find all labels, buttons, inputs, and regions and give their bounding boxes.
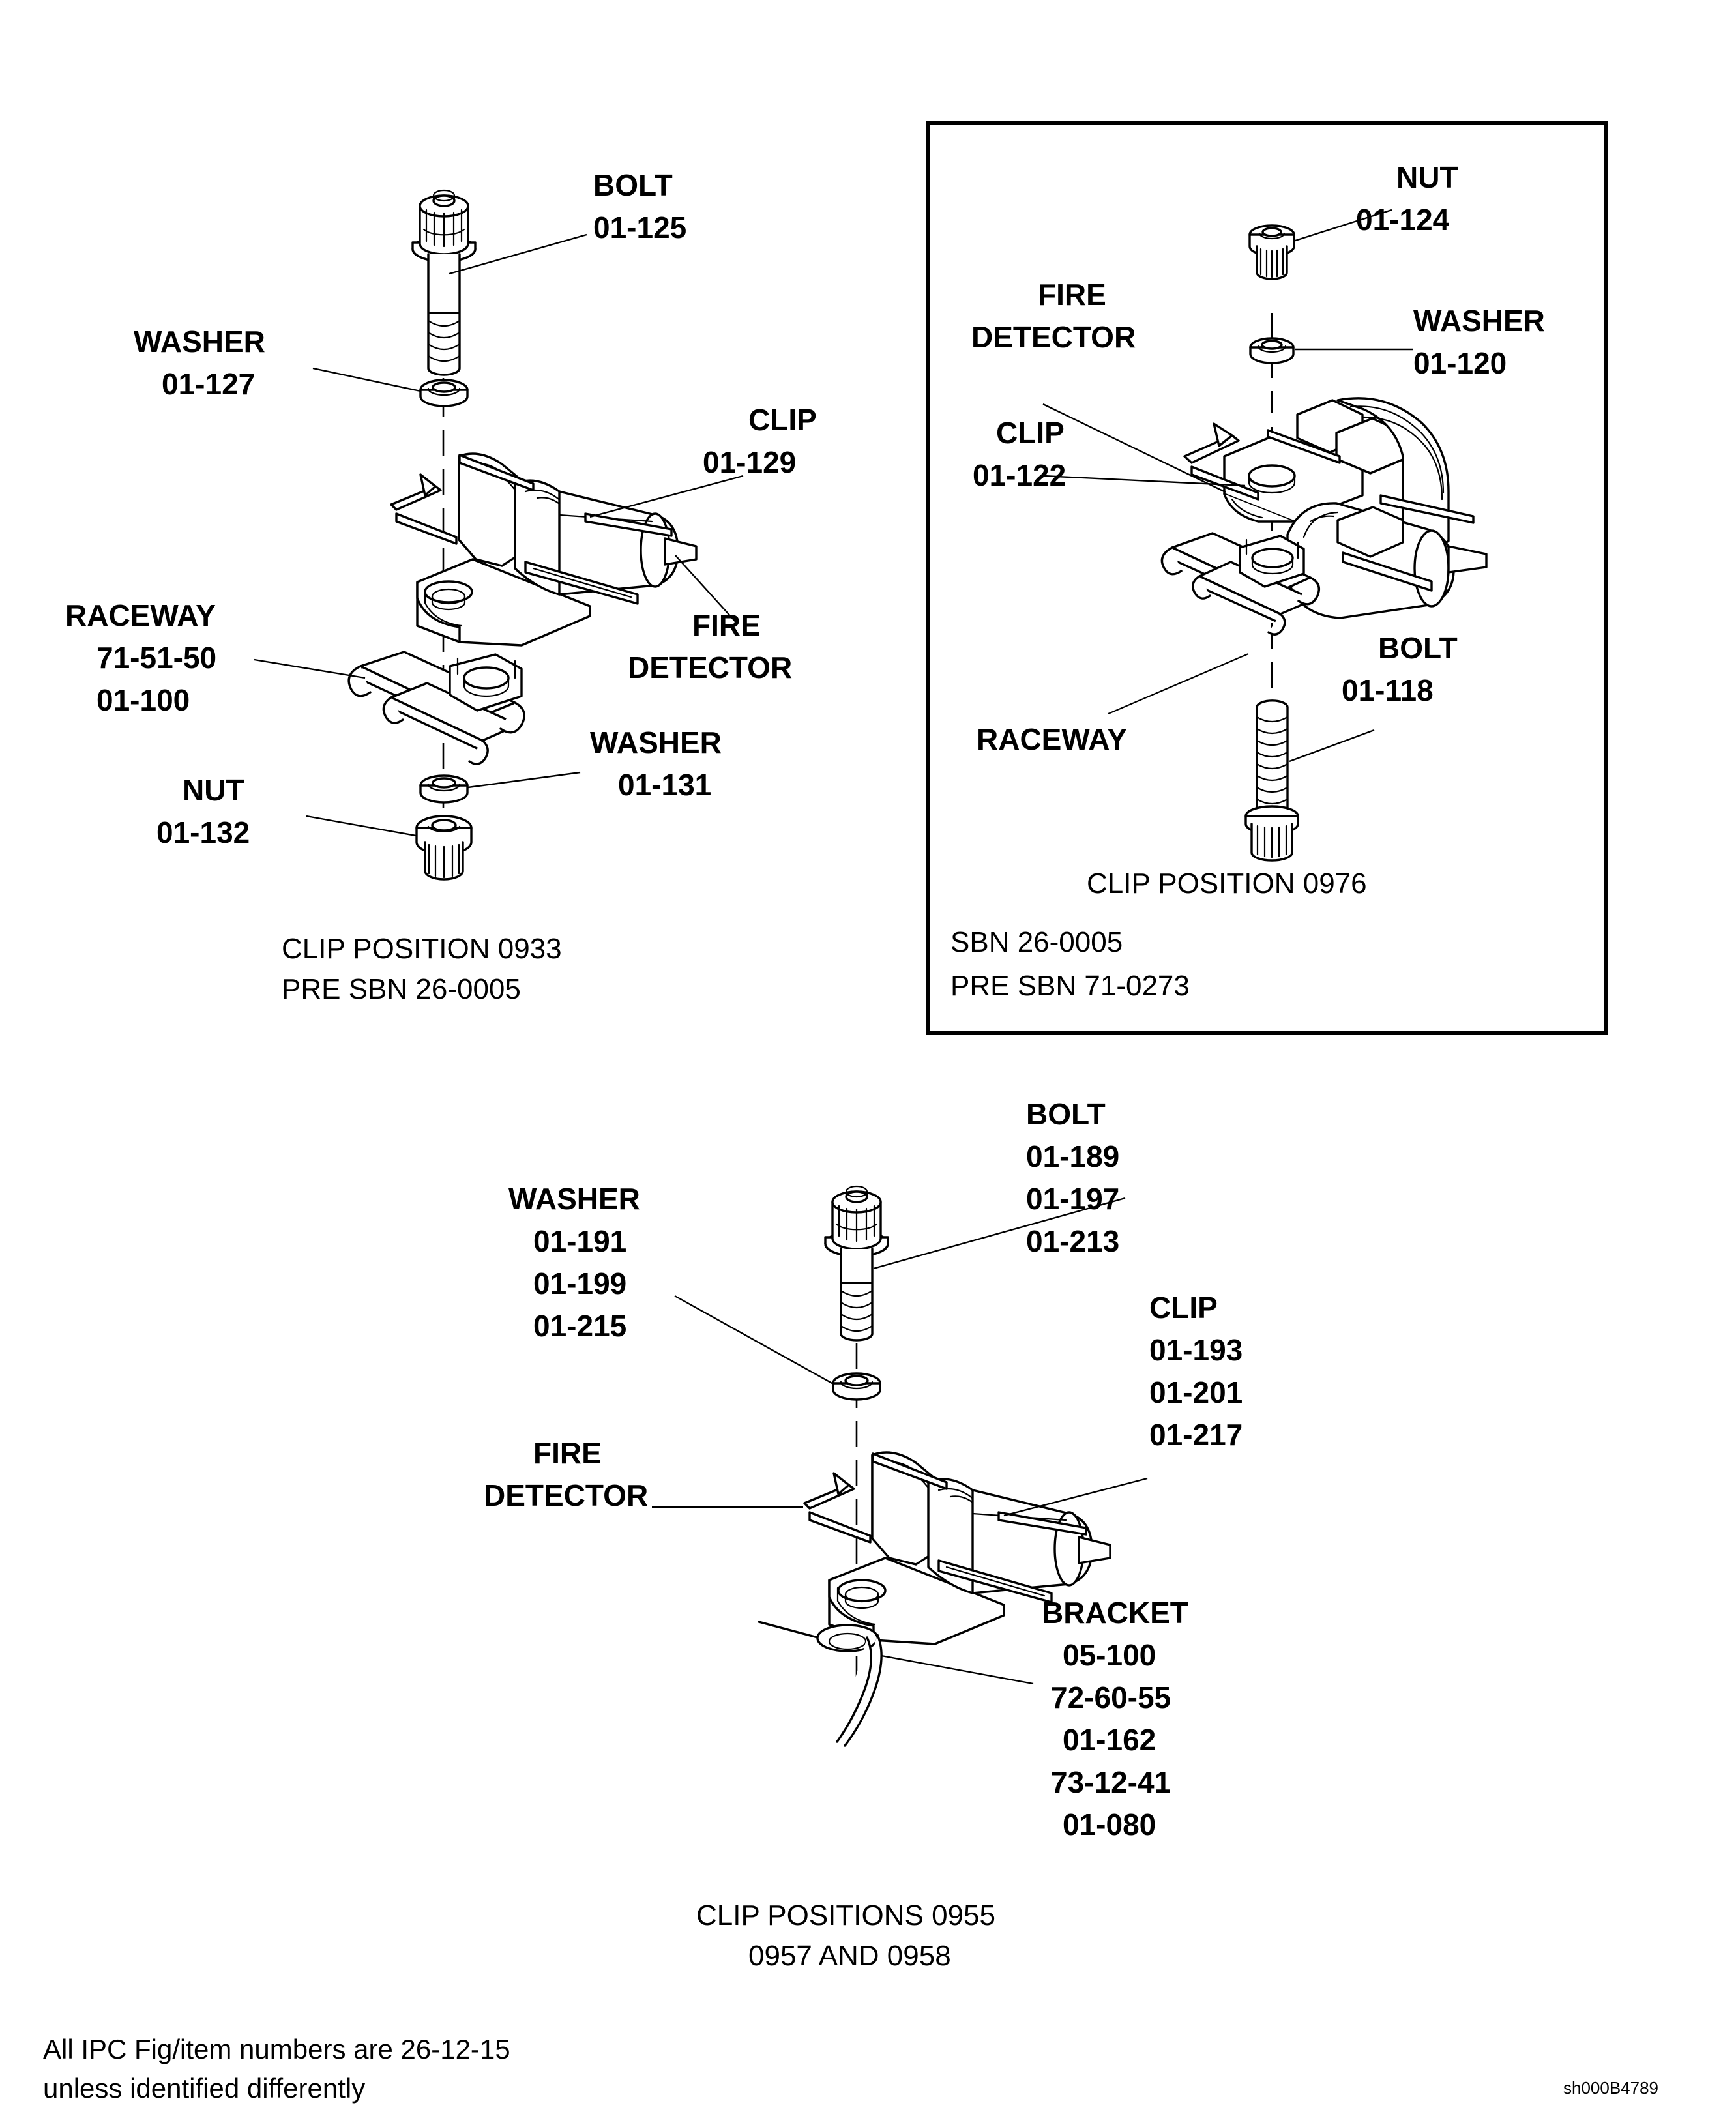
label-a3-clip-item-1: 01-193: [1149, 1333, 1243, 1367]
label-a3-clip-item-3: 01-217: [1149, 1418, 1243, 1452]
label-a3-bracket-item-2: 72-60-55: [1051, 1680, 1171, 1714]
leader-a3-bolt: [873, 1197, 1126, 1270]
washer-part-01-131: [419, 774, 469, 804]
label-a3-bolt-item-2: 01-197: [1026, 1182, 1119, 1216]
label-a3-clip-item-2: 01-201: [1149, 1375, 1243, 1409]
leader-clip-01-122: [1042, 475, 1246, 487]
footer-note-line-2: unless identified differently: [43, 2073, 365, 2104]
bracket-part-05-100: [758, 1621, 883, 1747]
label-raceway-item-1: 71-51-50: [96, 641, 216, 675]
leader-a3-washer: [674, 1295, 835, 1386]
label-a3-washer-title: WASHER: [508, 1182, 640, 1216]
leader-washer-01-127: [312, 367, 421, 392]
label-a2-clip-title: CLIP: [996, 416, 1065, 450]
note-0976-line-2: PRE SBN 71-0273: [950, 970, 1190, 1002]
leader-nut-01-124: [1293, 209, 1392, 242]
assembly-clip-position-0976: NUT 01-124 FIRE DETECTOR WASHER 01-120 C…: [926, 121, 1608, 1035]
leader-raceway-boxed: [1108, 653, 1249, 715]
caption-0933-line-2: PRE SBN 26-0005: [282, 973, 521, 1005]
label-a2-clip-item-1: 01-122: [973, 458, 1066, 492]
label-fire-detector-1: FIRE: [692, 608, 761, 642]
drawing-number: sh000B4789: [1563, 2078, 1658, 2098]
clip-detector-assembly-01-129: [390, 452, 698, 647]
label-raceway-item-2: 01-100: [96, 683, 190, 717]
label-a2-washer-item-1: 01-120: [1413, 346, 1507, 380]
label-a2-washer-title: WASHER: [1413, 304, 1545, 338]
label-a3-bolt-title: BOLT: [1026, 1097, 1106, 1131]
leader-a3-clip: [1003, 1477, 1148, 1517]
leader-raceway-71-51-50: [254, 658, 366, 679]
label-a2-fd-1: FIRE: [1038, 278, 1106, 312]
label-a3-bolt-item-3: 01-213: [1026, 1224, 1119, 1258]
leader-clip-01-129: [589, 475, 744, 518]
caption-0933-line-1: CLIP POSITION 0933: [282, 933, 562, 965]
label-a3-bracket-item-5: 01-080: [1063, 1808, 1156, 1841]
raceway-part-boxed: [1160, 532, 1320, 636]
label-a3-bolt-item-1: 01-189: [1026, 1139, 1119, 1173]
label-a3-bracket-title: BRACKET: [1042, 1596, 1188, 1630]
label-a3-washer-item-1: 01-191: [533, 1224, 626, 1258]
clip-detector-assembly-01-193: [803, 1451, 1111, 1645]
washer-part-01-120: [1249, 337, 1295, 364]
label-a2-fd-2: DETECTOR: [971, 320, 1136, 354]
nut-part-01-132: [415, 815, 473, 881]
label-washer-top-title: WASHER: [134, 325, 265, 359]
label-a3-washer-item-2: 01-199: [533, 1267, 626, 1300]
leader-fire-detector-2: [1042, 403, 1226, 493]
leader-fire-detector-1: [675, 555, 739, 625]
label-washer-top-item-1: 01-127: [162, 367, 255, 401]
caption-0955-line-1: CLIP POSITIONS 0955: [696, 1900, 995, 1931]
label-a2-raceway-title: RACEWAY: [977, 722, 1127, 756]
washer-part-01-127: [419, 379, 469, 407]
label-fire-detector-2: DETECTOR: [628, 651, 792, 684]
leader-a3-bracket: [881, 1654, 1034, 1685]
label-washer-bot-title: WASHER: [590, 726, 722, 759]
label-a2-nut-item-1: 01-124: [1356, 203, 1450, 237]
assembly-2-frame-box: [926, 121, 1608, 1035]
note-0976-line-1: SBN 26-0005: [950, 926, 1123, 958]
label-a2-nut-title: NUT: [1396, 160, 1458, 194]
caption-0955-line-2: 0957 AND 0958: [748, 1940, 951, 1972]
label-clip-title: CLIP: [748, 403, 817, 437]
leader-bolt-01-118: [1289, 729, 1375, 763]
label-a2-bolt-title: BOLT: [1378, 631, 1458, 665]
label-a3-bracket-item-1: 05-100: [1063, 1638, 1156, 1672]
leader-washer-01-131: [467, 771, 581, 789]
label-a3-fd-1: FIRE: [533, 1436, 602, 1470]
label-a3-bracket-item-3: 01-162: [1063, 1723, 1156, 1757]
label-a3-washer-item-3: 01-215: [533, 1309, 626, 1343]
washer-part-01-191: [832, 1372, 881, 1401]
footer-note-line-1: All IPC Fig/item numbers are 26-12-15: [43, 2034, 510, 2064]
label-nut-item-1: 01-132: [156, 815, 250, 849]
bolt-part-01-118: [1244, 699, 1299, 862]
bolt-part-01-125: [411, 189, 477, 376]
label-clip-item-1: 01-129: [703, 445, 796, 479]
raceway-part-71-51-50: [347, 651, 525, 765]
label-bolt-item-1: 01-125: [593, 211, 686, 244]
nut-part-01-124: [1248, 224, 1295, 280]
leader-nut-01-132: [306, 815, 417, 837]
label-washer-bot-item-1: 01-131: [618, 768, 711, 802]
bolt-part-01-189: [824, 1185, 889, 1342]
label-a3-bracket-item-4: 73-12-41: [1051, 1765, 1171, 1799]
label-a2-bolt-item-1: 01-118: [1342, 673, 1434, 707]
label-raceway-title: RACEWAY: [65, 598, 216, 632]
label-a3-fd-2: DETECTOR: [484, 1478, 648, 1512]
clip-detector-assembly-01-122: [1183, 397, 1488, 619]
label-a3-clip-title: CLIP: [1149, 1291, 1218, 1325]
label-bolt-title: BOLT: [593, 168, 673, 202]
assembly-clip-position-0933: BOLT 01-125 WASHER 01-127 CLIP 01-129 FI…: [65, 168, 817, 1005]
assembly-clip-positions-0955-0957-0958: BOLT 01-189 01-197 01-213 WASHER 01-191 …: [484, 1097, 1243, 1972]
leader-bolt-01-125: [449, 233, 587, 275]
caption-0976-line-1: CLIP POSITION 0976: [1087, 868, 1367, 900]
label-nut-title: NUT: [183, 773, 244, 807]
